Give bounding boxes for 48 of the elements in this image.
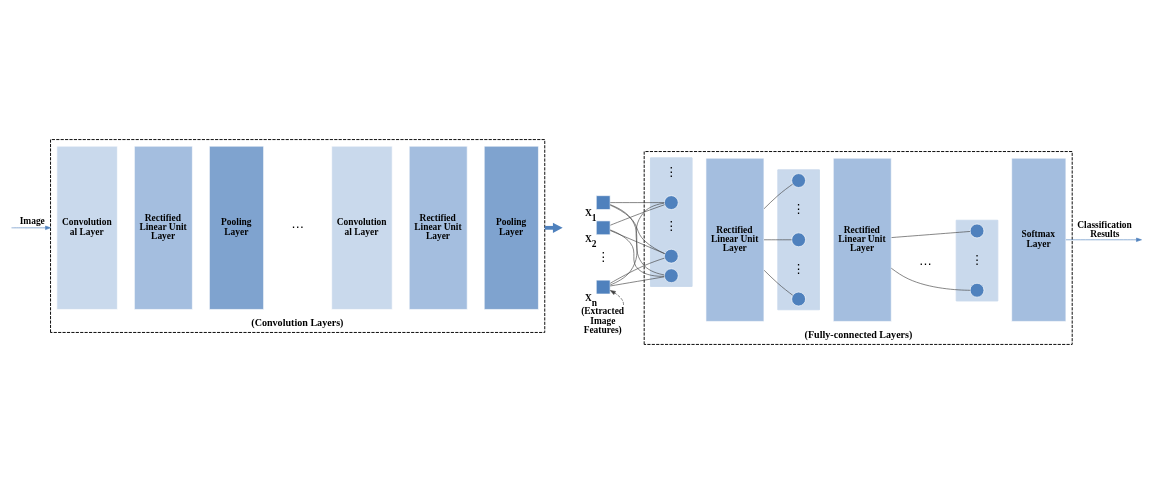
cluster — [955, 219, 999, 301]
connector — [609, 257, 665, 284]
node-circle — [664, 267, 679, 283]
node-circle — [791, 232, 806, 247]
label: ⋮ — [664, 217, 678, 233]
arrow — [610, 289, 624, 305]
node-circle — [969, 282, 985, 297]
label: ⋮ — [664, 163, 678, 179]
edge-label: Image — [19, 215, 45, 226]
connector — [609, 229, 665, 277]
label: ⋯ — [291, 218, 304, 234]
label: ⋮ — [596, 248, 610, 264]
label: ⋮ — [970, 251, 984, 267]
label: ⋮ — [792, 200, 805, 216]
node-text: (Extracted Image Features) — [581, 305, 625, 335]
node-box — [595, 220, 611, 235]
node-circle — [791, 291, 806, 306]
node-circle — [664, 248, 679, 263]
cluster — [777, 168, 820, 310]
arrow — [11, 225, 51, 230]
node-box: Softmax Layer — [1011, 157, 1067, 322]
connector — [609, 201, 665, 203]
node-box: Rectified Linear Unit Layer — [134, 145, 193, 310]
node-box: Pooling Layer — [209, 145, 264, 310]
edge-label: Classification Results — [1077, 219, 1132, 239]
label: ⋮ — [792, 260, 805, 276]
connector — [763, 183, 793, 209]
connector — [610, 203, 665, 225]
label: ⋯ — [919, 255, 932, 271]
node-box — [595, 279, 611, 294]
node-box: Rectified Linear Unit Layer — [832, 157, 892, 322]
connector — [609, 275, 665, 286]
connector — [763, 269, 793, 296]
node-box: Convolutional Layer — [56, 145, 118, 310]
arrow — [1065, 237, 1142, 242]
node-box: Convolutional Layer — [331, 145, 393, 310]
node-box — [595, 194, 611, 210]
node-circle — [664, 194, 679, 210]
connector — [609, 229, 666, 254]
connector — [891, 267, 971, 291]
node-box: Rectified Linear Unit Layer — [408, 145, 468, 310]
connector — [891, 230, 971, 238]
node-box: Rectified Linear Unit Layer — [705, 157, 765, 322]
node-circle — [791, 172, 806, 188]
node-circle — [969, 223, 985, 238]
node-box: Pooling Layer — [483, 145, 539, 310]
connector — [610, 204, 665, 254]
cluster — [650, 156, 693, 287]
